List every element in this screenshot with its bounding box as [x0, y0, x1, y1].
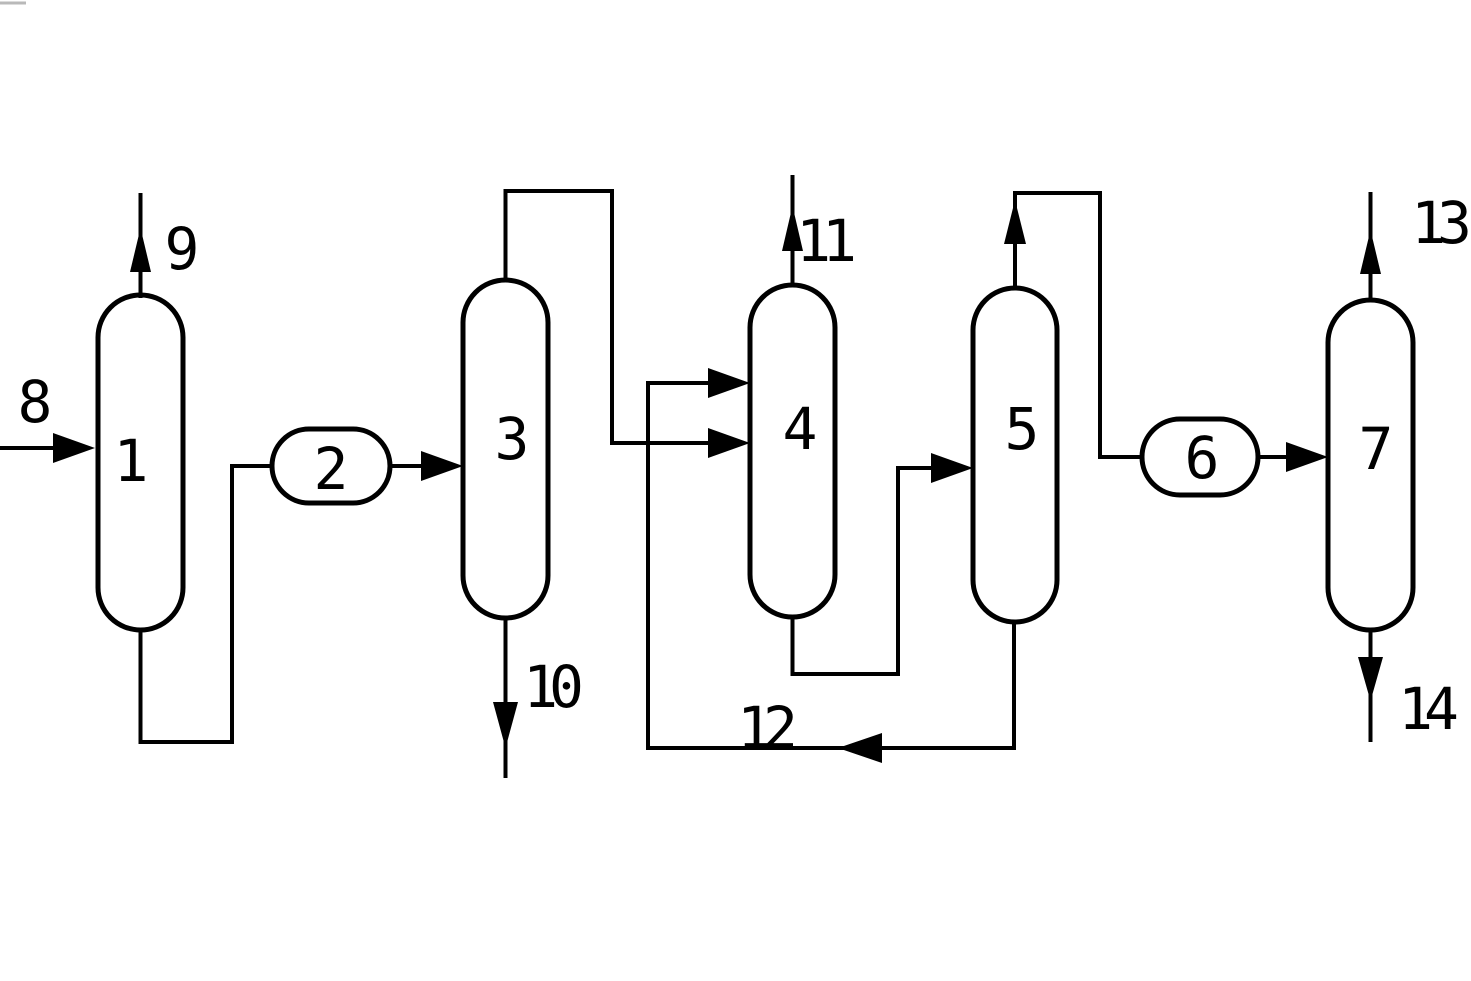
vessel-4-column [747, 282, 838, 620]
vessel1-to-vessel2-line [138, 464, 272, 744]
vessel6-to-vessel7-arrowhead-icon [1286, 442, 1328, 472]
vessel5-overhead-arrowhead-icon [1004, 200, 1026, 244]
stream-9-arrowhead-icon [130, 228, 151, 272]
stream-13-label: 13 [1411, 189, 1468, 257]
stream-lines [0, 175, 1373, 778]
vessel-3-label: 3 [495, 405, 530, 473]
stream-14-arrowhead-icon [1358, 657, 1383, 701]
stream-12-into-vessel4-arrowhead-icon [708, 368, 750, 398]
stream-10-arrowhead-icon [493, 702, 518, 748]
vessel-1-column [95, 292, 186, 633]
vessel-6-drum [1139, 416, 1261, 498]
stream-12-label: 12 [737, 694, 793, 762]
vessels [95, 277, 1416, 633]
vessel-2-drum [269, 426, 393, 506]
stream-12-recycle-arrowhead-icon [838, 733, 882, 763]
vessel-4-label: 4 [783, 395, 818, 463]
labels: 1 2 3 4 5 6 7 8 9 10 11 12 13 14 [18, 189, 1471, 762]
vessel4-to-vessel5-line [790, 466, 935, 676]
vessel-5-column [970, 285, 1060, 625]
vessel-2-label: 2 [314, 435, 349, 503]
vessel-7-label: 7 [1359, 415, 1394, 483]
vessel2-to-vessel3-arrowhead-icon [421, 451, 463, 481]
vessel-5-label: 5 [1005, 395, 1040, 463]
vessel3-to-vessel4-line [503, 189, 712, 445]
stream-12-recycle-line [646, 381, 1016, 750]
stream-10-label: 10 [523, 653, 581, 721]
stream-11-arrowhead-icon [782, 206, 803, 251]
stream-13-arrowhead-icon [1360, 230, 1381, 274]
stream-8-label: 8 [18, 368, 53, 436]
stream-14-label: 14 [1398, 675, 1457, 743]
vessel-6-label: 6 [1185, 424, 1220, 492]
vessel-1-label: 1 [114, 427, 149, 495]
vessel-7-column [1325, 297, 1416, 633]
stream-8-arrowhead-icon [53, 433, 95, 463]
vessel3-to-vessel4-arrowhead-icon [708, 428, 750, 458]
arrowheads [53, 200, 1383, 763]
stream-9-label: 9 [165, 215, 200, 283]
stream-11-label: 11 [796, 207, 853, 275]
vessel4-to-vessel5-arrowhead-icon [931, 453, 973, 483]
vessel-3-column [460, 277, 551, 621]
